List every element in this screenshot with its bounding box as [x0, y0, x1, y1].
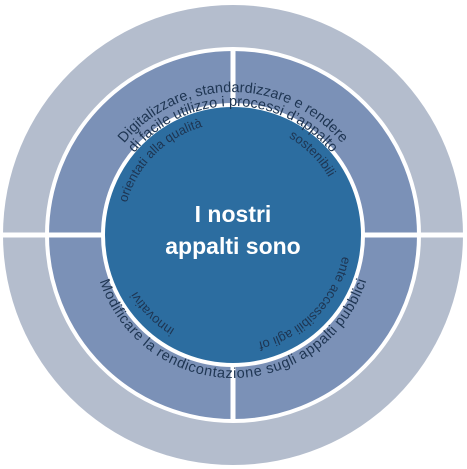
- center-title-line-2: appalti sono: [165, 233, 300, 259]
- center-title-line-1: I nostri: [195, 201, 272, 227]
- center-disc: [101, 103, 365, 367]
- segment-ring-border: [45, 47, 421, 423]
